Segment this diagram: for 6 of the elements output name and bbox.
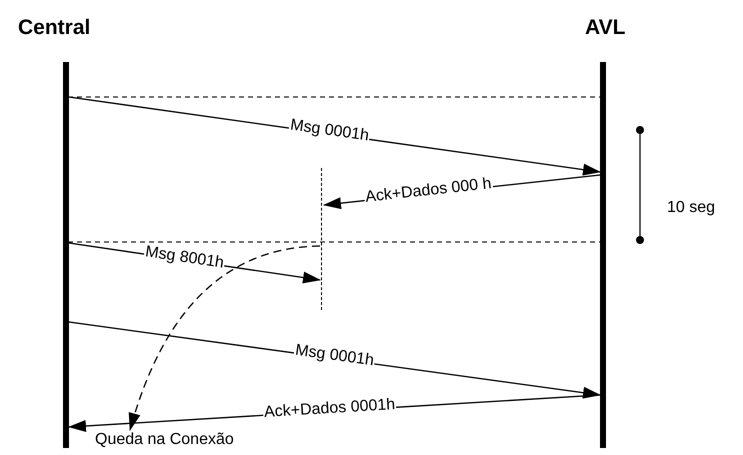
duration-label: 10 seg [667,199,716,217]
participant-name: Central [18,16,90,40]
note-text: Queda na Conexão [95,431,234,449]
participant-name: AVL [585,16,626,40]
break-line [321,168,322,310]
message-arrow [129,245,320,431]
